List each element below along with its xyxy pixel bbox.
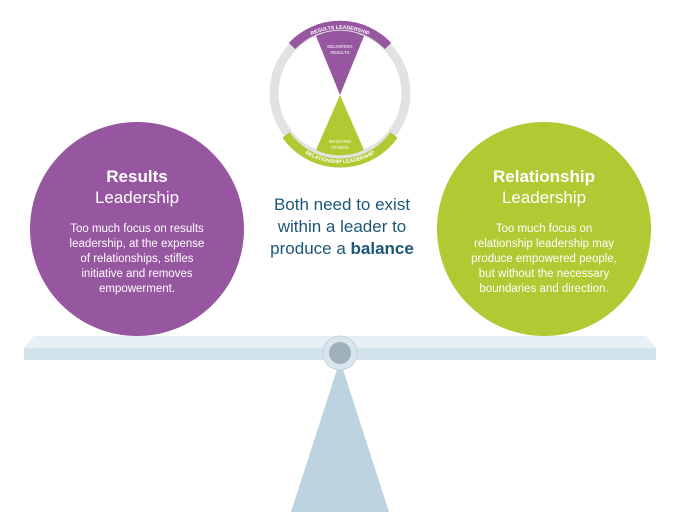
results-description-line: empowerment. (98, 283, 176, 295)
center-message: Both need to exist within a leader to pr… (252, 194, 432, 260)
results-leadership-circle: Results Leadership Too much focus on res… (30, 122, 244, 336)
center-line-3-prefix: produce a (270, 239, 351, 258)
results-description: Too much focus on results leadership, at… (56, 222, 218, 297)
upper-segment-line-1: DELIVERING (327, 44, 352, 49)
results-description-line: of relationships, stifles (80, 253, 194, 265)
relationship-description-line: but without the necessary (478, 268, 610, 280)
lower-segment-line-2: OTHERS (331, 145, 349, 150)
upper-segment-line-2: RESULTS (330, 50, 349, 55)
results-description-line: leadership, at the expense (69, 238, 205, 250)
relationship-description-line: produce empowered people, (471, 253, 617, 265)
balance-emphasis: balance (350, 239, 414, 258)
center-line-1: Both need to exist (273, 195, 411, 214)
results-arc (288, 20, 392, 50)
results-description-line: initiative and removes (81, 268, 193, 280)
scale-stand (291, 360, 389, 512)
relationship-leadership-circle: Relationship Leadership Too much focus o… (437, 122, 651, 336)
pivot-inner (329, 342, 351, 364)
relationship-description-line: Too much focus on (495, 223, 593, 235)
center-line-2: within a leader to (277, 217, 407, 236)
relationship-arc (282, 132, 398, 168)
relationship-subtitle: Leadership (501, 188, 587, 207)
results-segment (316, 30, 364, 96)
relationship-description-line: boundaries and direction. (479, 283, 609, 295)
relationship-description: Too much focus on relationship leadershi… (459, 222, 629, 297)
relationship-description-line: relationship leadership may (474, 238, 614, 250)
lower-segment-line-1: INVOLVING (329, 139, 352, 144)
relationship-segment (316, 95, 364, 156)
results-title: Results (106, 167, 168, 186)
center-line-3: produce a balance (252, 238, 432, 260)
relationship-title: Relationship (492, 167, 595, 186)
results-subtitle: Leadership (94, 188, 180, 207)
results-description-line: Too much focus on results (70, 223, 204, 235)
